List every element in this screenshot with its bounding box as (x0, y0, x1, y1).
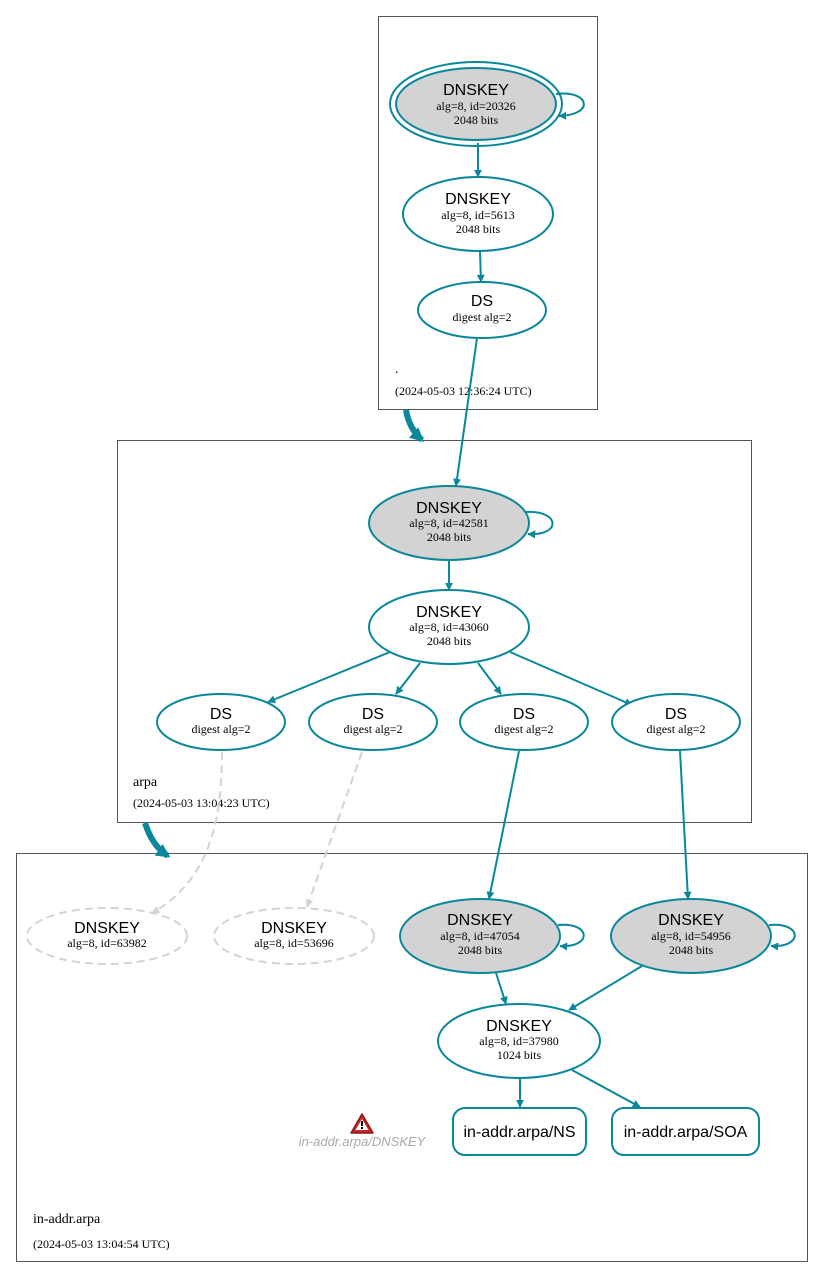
edge-arpa-ds2-to-ghost2 (305, 751, 363, 908)
node-arpa-ksk-bits: 2048 bits (427, 530, 472, 544)
node-arpa-ds-1-digest: digest alg=2 (191, 722, 250, 736)
node-ia-ksk-2-params: alg=8, id=54956 (651, 929, 731, 943)
node-ia-ksk-1-title: DNSKEY (447, 912, 513, 929)
edge-root-ds-to-arpa-ksk (453, 337, 478, 487)
warning-dnskey[interactable]: in-addr.arpa/DNSKEY (299, 1113, 427, 1149)
node-ia-ghost-dnskey-2[interactable]: DNSKEY alg=8, id=53696 (213, 907, 375, 965)
zone-arpa: arpa (2024-05-03 13:04:23 UTC) (117, 440, 752, 823)
edge-arpa-ksk-selfsign (525, 510, 554, 539)
node-arpa-zsk-params: alg=8, id=43060 (409, 620, 489, 634)
node-arpa-ds-2[interactable]: DS digest alg=2 (308, 693, 438, 751)
edge-arpa-zsk-to-ds2 (395, 662, 421, 695)
node-arpa-ksk-title: DNSKEY (416, 500, 482, 517)
edge-arpa-zsk-to-ds4 (509, 651, 633, 706)
node-ia-ghost-2-params: alg=8, id=53696 (254, 936, 334, 950)
node-root-ds-digest: digest alg=2 (452, 310, 511, 324)
node-arpa-ds-3-title: DS (513, 706, 535, 723)
node-root-zsk-title: DNSKEY (445, 191, 511, 208)
node-ia-zsk[interactable]: DNSKEY alg=8, id=37980 1024 bits (437, 1003, 601, 1079)
warning-triangle-icon (350, 1113, 374, 1134)
edge-arpa-zsk-to-ds3 (477, 662, 502, 695)
node-arpa-ksk[interactable]: DNSKEY alg=8, id=42581 2048 bits (368, 485, 530, 561)
edge-root-zsk-to-ds (476, 250, 485, 283)
node-arpa-ds-3-digest: digest alg=2 (494, 722, 553, 736)
node-root-ksk-title: DNSKEY (443, 82, 509, 99)
zone-in-addr-arpa: in-addr.arpa (2024-05-03 13:04:54 UTC) (16, 853, 808, 1262)
node-arpa-zsk-bits: 2048 bits (427, 634, 472, 648)
rrset-ns-label: in-addr.arpa/NS (463, 1124, 575, 1141)
rrset-soa-label: in-addr.arpa/SOA (624, 1124, 748, 1141)
zone-in-addr-arpa-name: in-addr.arpa (33, 1212, 101, 1227)
node-ia-zsk-title: DNSKEY (486, 1018, 552, 1035)
node-arpa-zsk-title: DNSKEY (416, 604, 482, 621)
node-root-ds-title: DS (471, 293, 493, 310)
edges (142, 92, 796, 1108)
node-arpa-ds-4-digest: digest alg=2 (646, 722, 705, 736)
node-ia-ghost-dnskey-1[interactable]: DNSKEY alg=8, id=63982 (26, 907, 188, 965)
edge-ia-zsk-to-soa (571, 1069, 641, 1108)
node-ia-ghost-2-title: DNSKEY (261, 920, 327, 937)
rrset-soa[interactable]: in-addr.arpa/SOA (611, 1107, 760, 1156)
node-arpa-ds-1[interactable]: DS digest alg=2 (156, 693, 286, 751)
node-root-zsk[interactable]: DNSKEY alg=8, id=5613 2048 bits (402, 176, 554, 252)
node-arpa-ds-1-title: DS (210, 706, 232, 723)
node-root-zsk-bits: 2048 bits (456, 222, 501, 236)
warning-label: in-addr.arpa/DNSKEY (299, 1134, 427, 1149)
node-root-ksk-bits: 2048 bits (454, 113, 499, 127)
node-arpa-ds-3[interactable]: DS digest alg=2 (459, 693, 589, 751)
node-ia-zsk-params: alg=8, id=37980 (479, 1034, 559, 1048)
node-ia-ksk-2[interactable]: DNSKEY alg=8, id=54956 2048 bits (610, 898, 772, 974)
node-ia-zsk-bits: 1024 bits (497, 1048, 542, 1062)
node-arpa-ds-4[interactable]: DS digest alg=2 (611, 693, 741, 751)
node-arpa-ds-2-title: DS (362, 706, 384, 723)
node-ia-ksk-1-params: alg=8, id=47054 (440, 929, 520, 943)
zone-root-timestamp: (2024-05-03 12:36:24 UTC) (395, 384, 532, 398)
node-root-ksk-params: alg=8, id=20326 (436, 99, 516, 113)
edge-ia-ksk2-to-zsk (568, 965, 643, 1011)
node-ia-ksk-2-title: DNSKEY (658, 912, 724, 929)
node-ia-ksk-2-bits: 2048 bits (669, 943, 714, 957)
edge-ia-ksk2-selfsign (768, 923, 796, 951)
zone-root-name: . (395, 362, 399, 377)
rrset-ns[interactable]: in-addr.arpa/NS (452, 1107, 587, 1156)
node-root-ksk[interactable]: DNSKEY alg=8, id=20326 2048 bits (389, 61, 563, 147)
edge-ia-ksk1-to-zsk (495, 972, 508, 1005)
edge-arpa-ds3-to-ia-ksk1 (486, 750, 520, 900)
node-arpa-zsk[interactable]: DNSKEY alg=8, id=43060 2048 bits (368, 589, 530, 665)
zone-in-addr-arpa-timestamp: (2024-05-03 13:04:54 UTC) (33, 1237, 170, 1251)
delegation-arpa-to-in-addr (142, 822, 171, 859)
zone-arpa-timestamp: (2024-05-03 13:04:23 UTC) (133, 796, 270, 810)
node-arpa-ds-4-title: DS (665, 706, 687, 723)
zone-root: . (2024-05-03 12:36:24 UTC) (378, 16, 598, 410)
zone-arpa-name: arpa (133, 775, 158, 790)
node-arpa-ksk-params: alg=8, id=42581 (409, 516, 489, 530)
edge-root-ksk-selfsign (555, 92, 585, 120)
delegation-root-to-arpa (403, 409, 425, 443)
node-arpa-ds-2-digest: digest alg=2 (343, 722, 402, 736)
edge-arpa-ds4-to-ia-ksk2 (679, 750, 692, 900)
edge-arpa-zsk-to-ds1 (267, 651, 391, 703)
edge-arpa-ds1-to-ghost1 (151, 751, 223, 914)
edge-ia-ksk1-selfsign (557, 923, 585, 951)
node-ia-ksk-1[interactable]: DNSKEY alg=8, id=47054 2048 bits (399, 898, 561, 974)
node-root-ds[interactable]: DS digest alg=2 (417, 281, 547, 339)
node-root-zsk-params: alg=8, id=5613 (441, 208, 515, 222)
node-ia-ghost-1-params: alg=8, id=63982 (67, 936, 147, 950)
ghost-edges (151, 751, 363, 914)
node-ia-ghost-1-title: DNSKEY (74, 920, 140, 937)
node-ia-ksk-1-bits: 2048 bits (458, 943, 503, 957)
